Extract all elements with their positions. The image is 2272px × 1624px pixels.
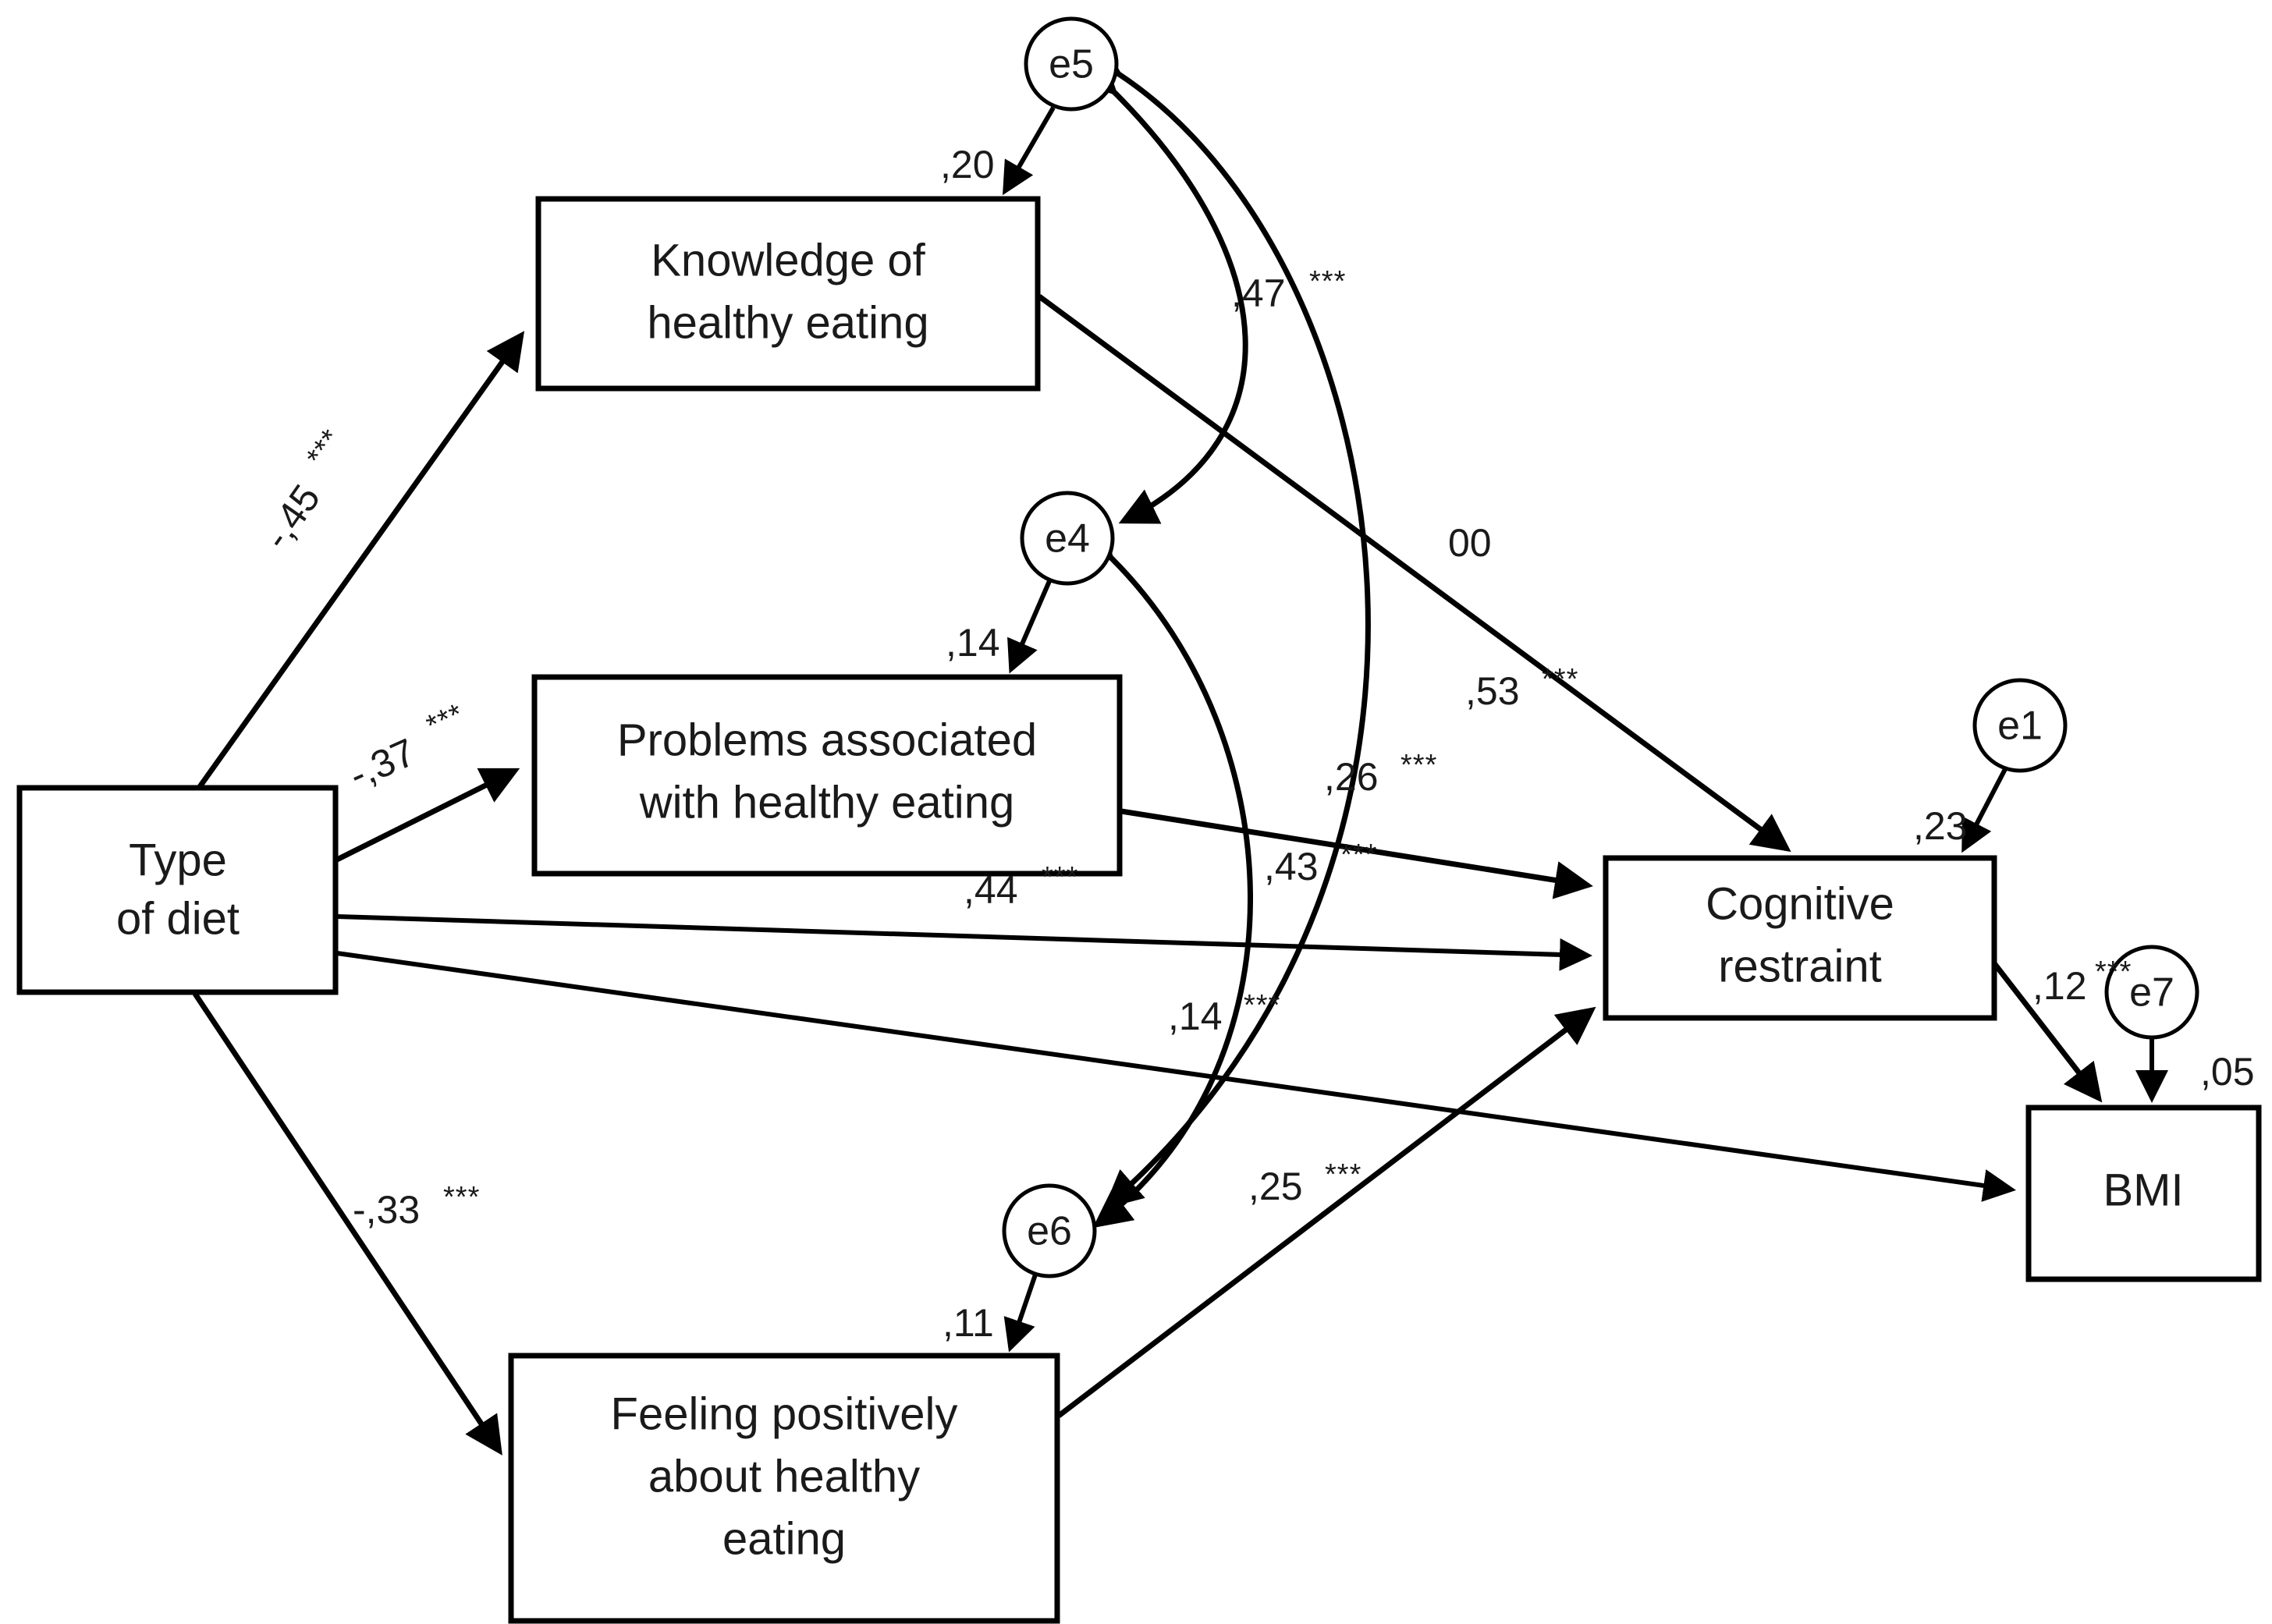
path-diet-to-cognitive-restraint bbox=[336, 914, 1592, 971]
covariance-curve-e4-e6 bbox=[1074, 520, 1253, 1229]
path-knowledge-to-cognitive-restraint bbox=[1037, 294, 1791, 853]
label-knowledge-line1: Knowledge of bbox=[651, 235, 925, 285]
coef-cov-e5-e6: 00 bbox=[1448, 521, 1492, 565]
coef-cov-e5-e4-stars: *** bbox=[1309, 265, 1346, 298]
node-e5[interactable] bbox=[1024, 16, 1119, 112]
arrow-e5-to-knowledge bbox=[1002, 106, 1056, 196]
node-e4[interactable] bbox=[1020, 491, 1115, 586]
coef-cov-e4-e6-stars: *** bbox=[1340, 839, 1377, 871]
path-feeling-to-cognitive-restraint bbox=[1056, 1006, 1596, 1418]
coef-diet-bmi: ,14 bbox=[1168, 995, 1223, 1038]
coef-diet-bmi-stars: *** bbox=[1244, 989, 1280, 1022]
label-feeling-line3: eating bbox=[722, 1513, 846, 1564]
label-feeling-line1: Feeling positively bbox=[611, 1388, 958, 1439]
path-diet-to-problems bbox=[335, 768, 520, 863]
r-squared-labels: ,20 ,14 ,11 ,23 ,05 bbox=[940, 143, 2255, 1345]
label-e5: e5 bbox=[1049, 42, 1094, 87]
coef-cov-e4-e6: ,43 bbox=[1264, 845, 1319, 888]
label-knowledge-line2: healthy eating bbox=[647, 297, 928, 348]
path-problems-to-cognitive-restraint bbox=[1120, 808, 1593, 899]
coef-feeling-cognitive-stars: *** bbox=[1325, 1158, 1361, 1191]
node-feeling[interactable] bbox=[508, 1353, 1060, 1624]
coef-diet-cognitive-stars: *** bbox=[1042, 861, 1078, 894]
r2-label-problems: ,14 bbox=[946, 621, 1000, 665]
label-e1: e1 bbox=[1997, 704, 2043, 749]
coef-problems-cognitive: ,26 bbox=[1324, 755, 1379, 799]
label-e7: e7 bbox=[2129, 970, 2174, 1016]
label-e6: e6 bbox=[1027, 1209, 1072, 1254]
node-shapes bbox=[16, 16, 2262, 1624]
path-diet-to-feeling bbox=[193, 992, 502, 1456]
label-e4: e4 bbox=[1045, 516, 1090, 562]
node-bmi[interactable] bbox=[2025, 1105, 2262, 1282]
arrow-e4-to-problems bbox=[1007, 580, 1052, 674]
r2-label-bmi: ,05 bbox=[2200, 1050, 2255, 1094]
covariance-curve-e5-e6 bbox=[1081, 40, 1371, 1209]
label-problems-line2: with healthy eating bbox=[639, 777, 1014, 828]
r2-label-cognitive-restraint: ,23 bbox=[1913, 804, 1968, 848]
coef-knowledge-cognitive: ,53 bbox=[1465, 669, 1520, 713]
coef-problems-cognitive-stars: *** bbox=[1400, 749, 1437, 782]
r2-label-knowledge: ,20 bbox=[940, 143, 995, 186]
label-type-of-diet-line2: of diet bbox=[116, 893, 240, 944]
coef-diet-knowledge: -,45 bbox=[254, 477, 328, 557]
node-knowledge[interactable] bbox=[535, 196, 1041, 392]
path-cognitive-restraint-to-bmi bbox=[1992, 961, 2103, 1103]
error-arrows bbox=[1002, 106, 2168, 1353]
coef-diet-problems: -,37 bbox=[343, 730, 421, 797]
coef-diet-knowledge-stars: *** bbox=[300, 424, 349, 473]
coef-diet-cognitive: ,44 bbox=[964, 868, 1018, 912]
label-type-of-diet-line1: Type bbox=[129, 835, 227, 885]
arrow-e6-to-feeling bbox=[1003, 1274, 1038, 1353]
label-cognitive-restraint-line2: restraint bbox=[1718, 941, 1882, 991]
node-labels: Type of diet Knowledge of healthy eating… bbox=[116, 42, 2184, 1565]
path-diet-to-bmi bbox=[336, 951, 2016, 1202]
node-e1[interactable] bbox=[1972, 678, 2068, 773]
node-e7[interactable] bbox=[2104, 945, 2199, 1040]
label-cognitive-restraint-line1: Cognitive bbox=[1706, 878, 1894, 929]
coef-cov-e5-e4: ,47 bbox=[1231, 271, 1286, 315]
node-type-of-diet[interactable] bbox=[16, 785, 339, 995]
node-e6[interactable] bbox=[1002, 1183, 1097, 1278]
coef-cognitive-bmi: ,12 bbox=[2032, 964, 2087, 1008]
coef-diet-problems-stars: *** bbox=[421, 697, 468, 743]
covariance-curves bbox=[1074, 40, 1371, 1229]
coef-feeling-cognitive: ,25 bbox=[1248, 1165, 1303, 1208]
coef-cognitive-bmi-stars: *** bbox=[2095, 956, 2132, 988]
coef-diet-feeling: -,33 bbox=[353, 1188, 420, 1232]
covariance-curve-e5-e4 bbox=[1077, 55, 1248, 524]
structural-paths bbox=[193, 294, 2103, 1456]
path-diet-to-knowledge bbox=[197, 331, 525, 790]
label-feeling-line2: about healthy bbox=[648, 1451, 920, 1502]
node-problems[interactable] bbox=[531, 674, 1123, 877]
coef-knowledge-cognitive-stars: *** bbox=[1542, 663, 1578, 696]
arrow-e1-to-cognitive-restraint bbox=[1961, 768, 2008, 853]
label-bmi: BMI bbox=[2103, 1165, 2183, 1215]
label-problems-line1: Problems associated bbox=[617, 714, 1037, 765]
node-cognitive-restraint[interactable] bbox=[1603, 855, 1997, 1021]
r2-label-feeling: ,11 bbox=[943, 1301, 994, 1345]
coef-diet-feeling-stars: *** bbox=[443, 1181, 480, 1214]
